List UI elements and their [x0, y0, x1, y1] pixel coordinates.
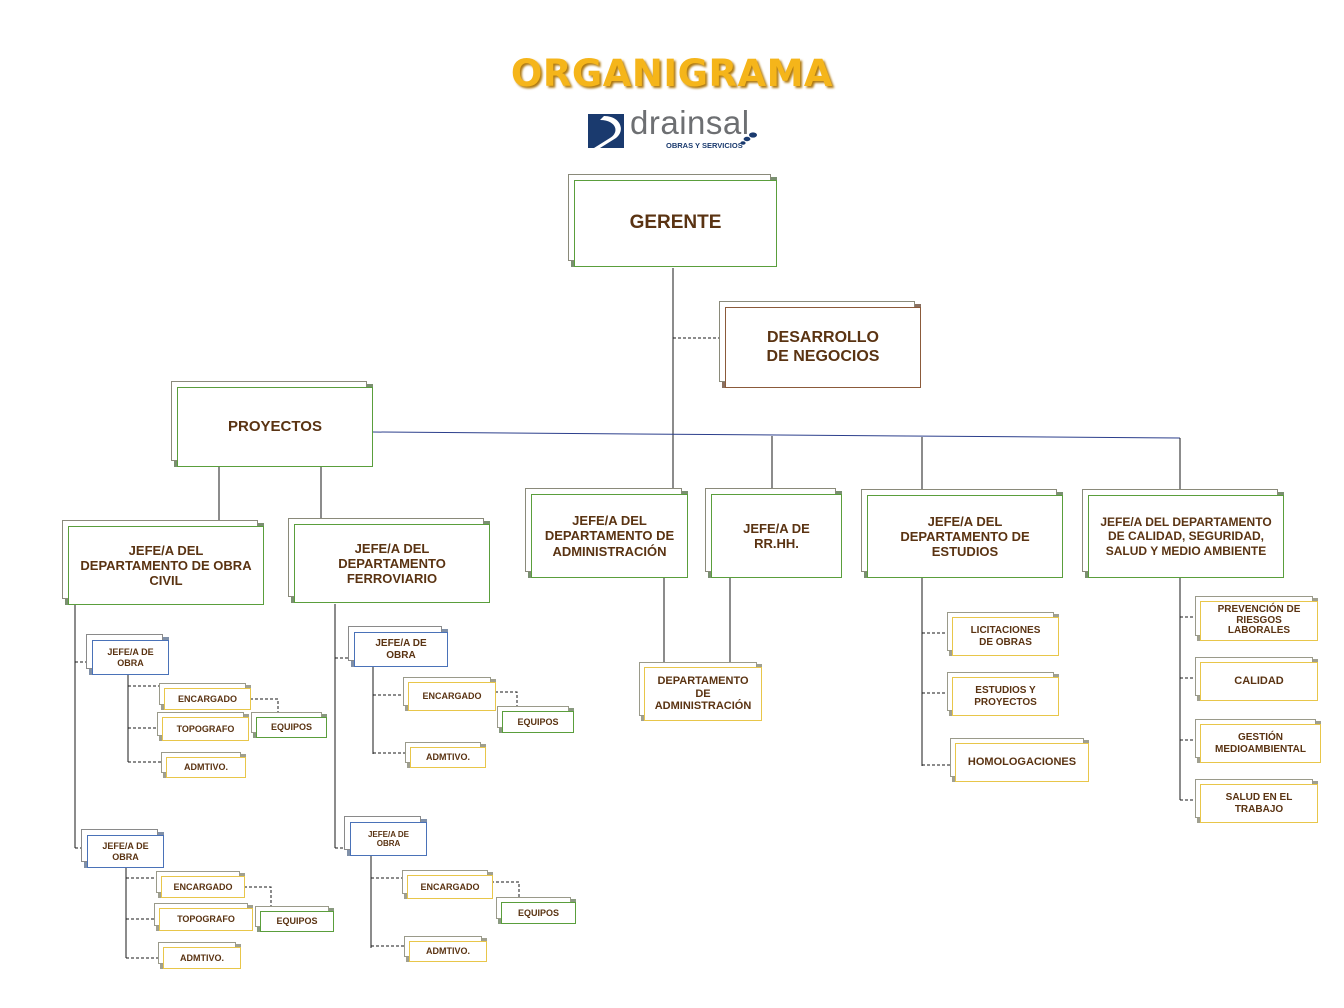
node-administracion: JEFE/A DEL DEPARTAMENTO DE ADMINISTRACIÓ…: [531, 494, 688, 578]
node-encargado-1: ENCARGADO: [164, 688, 251, 710]
node-rrhh: JEFE/A DE RR.HH.: [711, 494, 842, 578]
node-gestion-medioambiental: GESTIÓN MEDIOAMBIENTAL: [1200, 724, 1321, 763]
node-estudios-proyectos: ESTUDIOS Y PROYECTOS: [952, 677, 1059, 716]
logo-wordmark: drainsal: [630, 104, 750, 141]
node-equipos-3: EQUIPOS: [260, 911, 334, 932]
drainsal-logo: drainsal OBRAS Y SERVICIOS: [586, 104, 766, 154]
node-admtivo-4: ADMTIVO.: [409, 941, 487, 962]
node-admtivo-2: ADMTIVO.: [410, 747, 486, 768]
node-salud-trabajo: SALUD EN EL TRABAJO: [1200, 784, 1318, 823]
node-prevencion: PREVENCIÓN DE RIESGOS LABORALES: [1200, 601, 1318, 641]
node-homologaciones: HOMOLOGACIONES: [955, 743, 1089, 782]
node-desarrollo-negocios: DESARROLLO DE NEGOCIOS: [725, 307, 921, 388]
node-dept-administracion: DEPARTAMENTO DE ADMINISTRACIÓN: [644, 667, 762, 721]
page-title: ORGANIGRAMA: [510, 52, 834, 95]
node-equipos-2: EQUIPOS: [502, 711, 574, 733]
node-gerente: GERENTE: [574, 180, 777, 267]
node-licitaciones: LICITACIONES DE OBRAS: [952, 617, 1059, 656]
node-encargado-2: ENCARGADO: [408, 682, 496, 711]
logo-mark-icon: [588, 114, 624, 148]
node-topografo-1: TOPOGRAFO: [162, 717, 249, 741]
node-calidad-sub: CALIDAD: [1200, 662, 1318, 701]
node-equipos-4: EQUIPOS: [501, 902, 576, 924]
node-encargado-3: ENCARGADO: [161, 876, 245, 898]
logo-tagline: OBRAS Y SERVICIOS: [666, 141, 743, 150]
node-calidad: JEFE/A DEL DEPARTAMENTO DE CALIDAD, SEGU…: [1088, 495, 1284, 578]
node-jefe-obra-2: JEFE/A DE OBRA: [354, 632, 448, 667]
node-jefe-obra-3: JEFE/A DE OBRA: [87, 835, 164, 868]
node-ferroviario: JEFE/A DEL DEPARTAMENTO FERROVIARIO: [294, 524, 490, 603]
node-admtivo-1: ADMTIVO.: [166, 757, 246, 778]
logo-dots-icon: [740, 132, 757, 145]
node-proyectos: PROYECTOS: [177, 387, 373, 467]
node-jefe-obra-1: JEFE/A DE OBRA: [92, 640, 169, 675]
node-equipos-1: EQUIPOS: [256, 717, 327, 738]
node-topografo-3: TOPOGRAFO: [159, 908, 253, 931]
node-jefe-obra-4: JEFE/A DE OBRA: [350, 822, 427, 856]
node-admtivo-3: ADMTIVO.: [163, 947, 241, 969]
node-obra-civil: JEFE/A DEL DEPARTAMENTO DE OBRA CIVIL: [68, 526, 264, 605]
node-estudios: JEFE/A DEL DEPARTAMENTO DE ESTUDIOS: [867, 495, 1063, 578]
node-encargado-4: ENCARGADO: [407, 875, 493, 899]
